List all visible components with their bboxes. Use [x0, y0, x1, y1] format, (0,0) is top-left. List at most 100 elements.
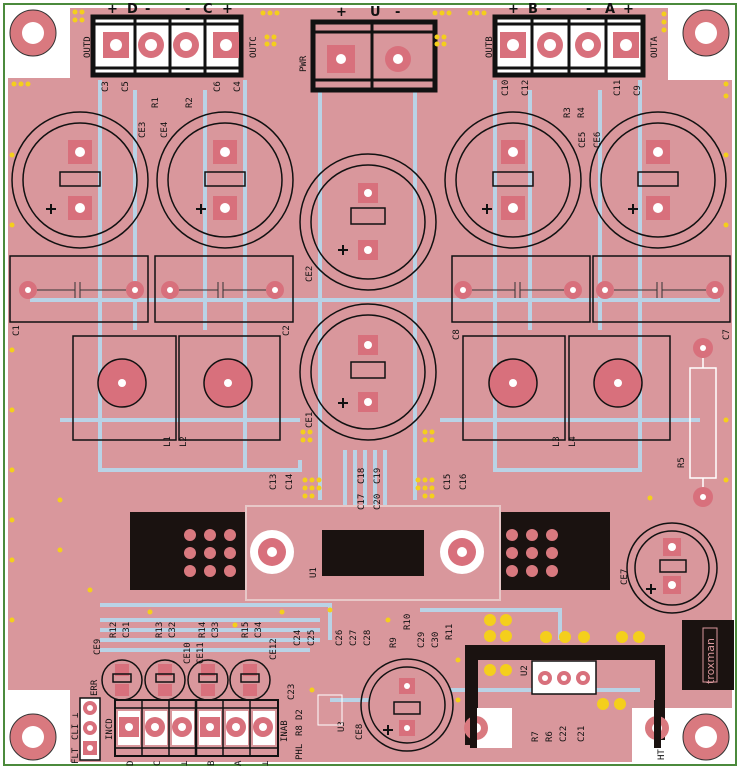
connector-input[interactable]: D C ⊥ B A ⊥ — [114, 699, 279, 766]
pin-label: - — [395, 5, 400, 20]
label-cli: CLI — [71, 724, 81, 740]
label-c2: C2 — [282, 325, 292, 336]
label-ht: HT — [657, 749, 667, 760]
pin-label: C — [153, 761, 163, 766]
label-r6: R6 — [545, 731, 555, 742]
label-c29: C29 — [417, 632, 427, 648]
label-c14: C14 — [285, 474, 295, 490]
capacitor-ce8 — [360, 658, 454, 752]
pin-label: - — [185, 2, 190, 17]
label-r7: R7 — [531, 731, 541, 742]
pin-label: - — [586, 2, 591, 17]
pin-label: + — [508, 2, 519, 17]
label-c7: C7 — [722, 329, 732, 340]
label-outd: OUTD — [83, 36, 93, 58]
label-c4: C4 — [233, 81, 243, 92]
pin-label: ⊥ — [261, 760, 271, 766]
logo-text: troxman — [704, 638, 717, 684]
label-c9: C9 — [633, 85, 643, 96]
capacitor-ce2 — [299, 153, 437, 291]
label-c18: C18 — [357, 468, 367, 484]
capacitor-c8 — [451, 255, 591, 323]
label-c24: C24 — [293, 630, 303, 646]
pin-label: A — [234, 760, 244, 766]
pin-label: ⊥ — [180, 760, 190, 766]
heatsink-u2 — [464, 645, 669, 748]
label-ce8: CE8 — [355, 724, 365, 740]
inductor-l3 — [462, 335, 566, 441]
label-c20: C20 — [373, 494, 383, 510]
pin-label: B — [528, 2, 538, 17]
chip-u3 — [317, 694, 343, 726]
label-c16: C16 — [459, 474, 469, 490]
label-c21: C21 — [577, 726, 587, 742]
label-l2: L2 — [179, 436, 189, 447]
label-c12: C12 — [521, 80, 531, 96]
troxman-logo: troxman — [682, 620, 734, 690]
label-c22: C22 — [559, 726, 569, 742]
label-ce7: CE7 — [620, 569, 630, 585]
label-outa: OUTA — [650, 36, 660, 58]
pin-label: + — [222, 2, 233, 17]
capacitor-ce7 — [626, 522, 718, 614]
label-d2: D2 — [295, 709, 305, 720]
capacitor-ce3 — [11, 111, 149, 249]
label-ce4: CE4 — [160, 122, 170, 138]
pin-label: + — [107, 2, 118, 17]
label-c6: C6 — [213, 81, 223, 92]
pin-label: B — [207, 761, 217, 766]
capacitor-c1 — [9, 255, 149, 323]
label-u1: U1 — [309, 567, 319, 578]
label-r13: R13 — [155, 622, 165, 638]
label-ce6: CE6 — [593, 132, 603, 148]
label-pwr: PWR — [299, 55, 309, 72]
label-c34: C34 — [254, 622, 264, 638]
label-c31: C31 — [122, 622, 132, 638]
capacitors-ce9-ce12 — [101, 659, 271, 701]
capacitor-c2 — [154, 255, 294, 323]
label-outc: OUTC — [249, 36, 259, 58]
mounting-holes — [9, 9, 730, 761]
label-r11: R11 — [445, 624, 455, 640]
label-c32: C32 — [168, 622, 178, 638]
pin-label: + — [336, 5, 347, 20]
label-outb: OUTB — [485, 36, 495, 58]
label-inab: INAB — [280, 720, 290, 742]
connector-outb-outa[interactable]: + B - - A + — [492, 2, 646, 78]
label-err: ERR — [90, 679, 100, 696]
inductor-l1 — [72, 335, 177, 441]
label-r12: R12 — [109, 622, 119, 638]
label-ce2: CE2 — [305, 266, 315, 282]
label-r5: R5 — [677, 457, 687, 468]
label-c26: C26 — [335, 630, 345, 646]
connector-outd-outc[interactable]: + D - - C + — [90, 2, 244, 78]
label-incd: INCD — [105, 718, 115, 740]
label-ce12: CE12 — [269, 638, 279, 660]
label-c28: C28 — [363, 630, 373, 646]
label-c1: C1 — [12, 325, 22, 336]
connector-pwr[interactable]: + U - — [310, 5, 438, 93]
label-r1: R1 — [151, 97, 161, 108]
pin-label: C — [203, 2, 213, 17]
pin-label: D — [127, 2, 138, 17]
label-c11: C11 — [613, 80, 623, 96]
pin-label: - — [145, 2, 150, 17]
label-l3: L3 — [552, 436, 562, 447]
module-u1 — [130, 505, 610, 601]
capacitor-ce4 — [156, 111, 294, 249]
label-c17: C17 — [357, 494, 367, 510]
label-c19: C19 — [373, 468, 383, 484]
inductor-l4 — [568, 335, 671, 441]
label-r14: R14 — [198, 622, 208, 638]
label-l1: L1 — [163, 436, 173, 447]
label-c30: C30 — [431, 632, 441, 648]
label-c5: C5 — [121, 81, 131, 92]
connector-status[interactable] — [79, 697, 101, 761]
label-c3: C3 — [101, 81, 111, 92]
label-gnd: ⊥ — [71, 712, 81, 718]
label-r4: R4 — [577, 107, 587, 118]
label-c25: C25 — [307, 630, 317, 646]
pin-label: - — [546, 2, 551, 17]
label-u2: U2 — [520, 665, 530, 676]
